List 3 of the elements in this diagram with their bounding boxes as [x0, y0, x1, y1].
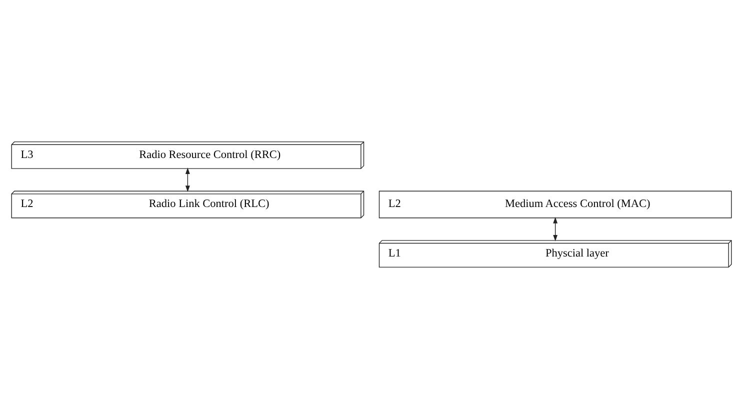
arrow [185, 168, 190, 192]
node-box: L2 Medium Access Control (MAC) [378, 190, 732, 218]
arrow [553, 216, 558, 242]
